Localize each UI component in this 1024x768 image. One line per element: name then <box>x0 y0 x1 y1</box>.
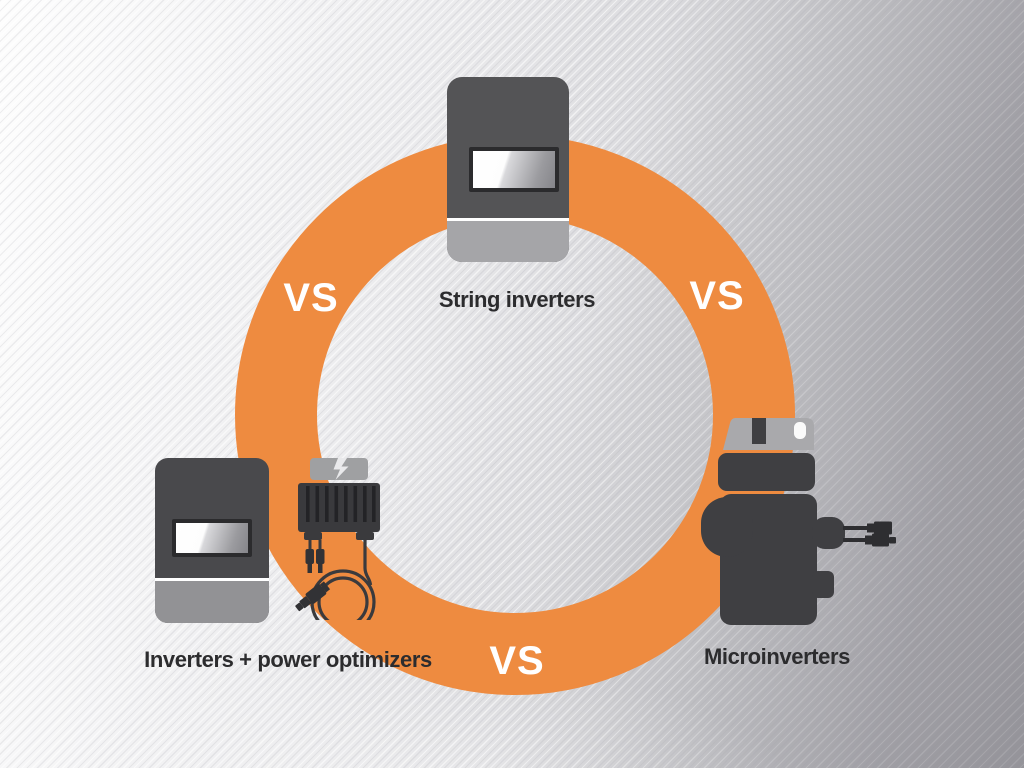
inverter-illustration <box>155 458 269 623</box>
microinverter-cables <box>843 521 896 547</box>
cap-slot <box>752 418 766 444</box>
string-inverter-illustration <box>447 77 569 262</box>
lightning-notch-icon <box>333 458 349 480</box>
optimizer-body <box>298 483 380 540</box>
power-optimizer-illustration <box>295 458 380 620</box>
inverter-screen <box>469 147 559 192</box>
inverter-screen <box>172 519 252 557</box>
inverter-base <box>155 578 269 623</box>
vs-text-left: VS <box>283 276 339 320</box>
label-microinverters: Microinverters <box>703 644 851 669</box>
cable-end-connector <box>295 581 331 612</box>
vs-text-right: VS <box>689 274 745 318</box>
cap-light-slot <box>794 422 806 439</box>
inverter-base <box>447 218 569 262</box>
label-string-inverters: String inverters <box>438 287 596 312</box>
microinverter-illustration <box>701 418 896 625</box>
microinverter-body <box>701 453 845 625</box>
label-power-optimizers: Inverters + power optimizers <box>144 647 432 672</box>
microinverter-cap <box>723 418 814 450</box>
optimizer-connectors <box>305 540 325 573</box>
vs-text-bottom: VS <box>489 639 545 683</box>
